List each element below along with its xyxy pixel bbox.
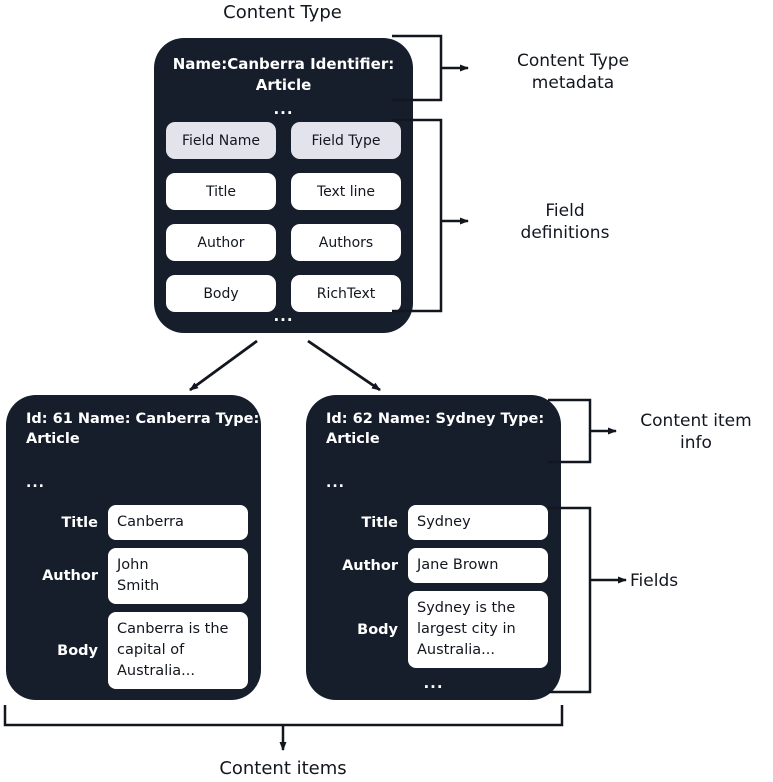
field-definitions-ellipsis: ... [273, 307, 294, 325]
field-label: Author [342, 557, 398, 574]
content-type-card: Name:Canberra Identifier: Article ... Fi… [154, 38, 413, 333]
content-item-fields-ellipsis: ... [123, 674, 144, 692]
field-table-header-type: Field Type [291, 122, 401, 159]
content-item-info-ellipsis: ... [26, 475, 45, 491]
field-table-cell-type: Authors [291, 224, 401, 261]
content-type-metadata: Name:Canberra Identifier: Article [172, 55, 395, 94]
content-item-card: Id: 62 Name: Sydney Type: Article ... Ti… [306, 395, 561, 700]
field-table-header-name: Field Name [166, 122, 276, 159]
field-table-cell-name: Author [166, 224, 276, 261]
field-row: Body Canberra is the capital of Australi… [20, 612, 248, 689]
field-row: Title Sydney [320, 505, 548, 540]
content-item-info-ellipsis: ... [326, 475, 345, 491]
content-type-metadata-ellipsis: ... [273, 100, 294, 118]
content-item-fields-ellipsis: ... [423, 674, 444, 692]
field-table-cell-name: Body [166, 275, 276, 312]
field-table-cell-type: Text line [291, 173, 401, 210]
annotation-content-type-metadata: Content Type metadata [516, 51, 630, 93]
field-label: Author [42, 568, 98, 584]
annotation-fields: Fields [630, 571, 679, 591]
content-item-info: Id: 61 Name: Canberra Type: Article [26, 411, 260, 447]
field-value[interactable]: Canberra is the capital of Australia... [108, 612, 248, 689]
field-label: Body [57, 642, 98, 659]
field-value[interactable]: Sydney is the largest city in Australia.… [408, 591, 548, 668]
content-item-fields: Title Sydney Author Jane Brown Body Sydn… [320, 505, 548, 676]
field-row: Author John Smith [20, 548, 248, 604]
annotation-content-item-info: Content item info [640, 411, 752, 453]
field-value[interactable]: Canberra [108, 505, 248, 540]
field-label: Title [61, 514, 98, 531]
field-value[interactable]: John Smith [108, 548, 248, 604]
field-value[interactable]: Sydney [408, 505, 548, 540]
field-label: Body [357, 621, 398, 638]
field-table-cell-type: RichText [291, 275, 401, 312]
field-row: Author Jane Brown [320, 548, 548, 583]
field-row: Title Canberra [20, 505, 248, 540]
annotation-field-definitions: Field definitions [520, 201, 610, 243]
arrow-content-type-to-item-left [189, 339, 258, 392]
field-definitions-table: Field Name Field Type Title Text line Au… [166, 122, 401, 312]
page-title: Content Type [223, 2, 342, 23]
field-label: Title [361, 514, 398, 531]
content-item-fields: Title Canberra Author John Smith Body Ca… [20, 505, 248, 697]
content-item-info: Id: 62 Name: Sydney Type: Article [326, 411, 545, 447]
annotation-content-items: Content items [219, 758, 347, 779]
field-row: Body Sydney is the largest city in Austr… [320, 591, 548, 668]
bracket-content-items [3, 705, 564, 751]
arrow-content-type-to-item-right [307, 339, 381, 392]
content-item-card: Id: 61 Name: Canberra Type: Article ... … [6, 395, 261, 700]
field-table-cell-name: Title [166, 173, 276, 210]
field-value[interactable]: Jane Brown [408, 548, 548, 583]
